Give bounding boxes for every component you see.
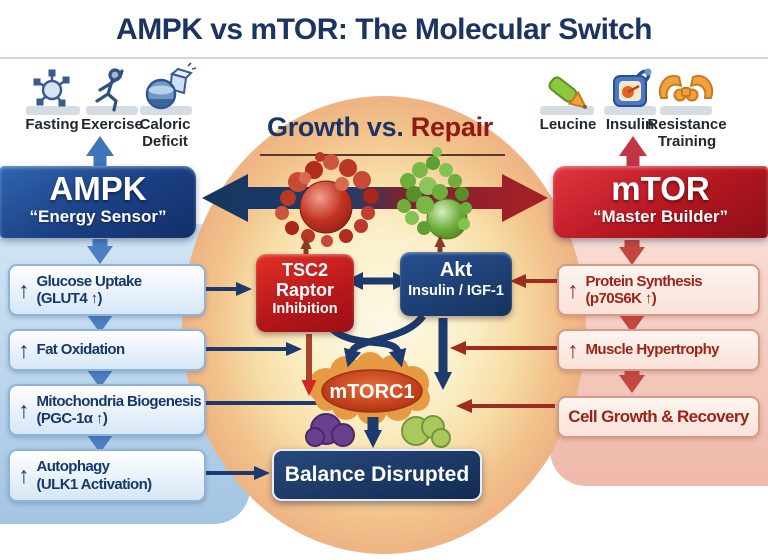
growth-text: Growth vs.: [267, 112, 404, 142]
repair-molecule-cluster: [397, 147, 472, 240]
akt-line2: Insulin / IGF-1: [408, 283, 504, 299]
mtorc1-purple-subunit: [305, 413, 355, 447]
mtorc1-label: mTORC1: [329, 381, 414, 403]
ampk-effect-connectors: [206, 282, 342, 480]
tsc2-raptor-box: TSC2 Raptor Inhibition: [256, 254, 354, 332]
effect-box-cell-growth-recovery: Cell Growth & Recovery: [557, 396, 760, 438]
insulin-icon: [613, 68, 652, 107]
effect-box-muscle-hypertrophy: ↑ Muscle Hypertrophy: [557, 329, 760, 371]
effect-box-protein-synthesis: ↑ Protein Synthesis (p70S6K ↑): [557, 264, 760, 316]
effect-box-glucose-uptake: ↑ Glucose Uptake (GLUT4 ↑): [8, 264, 206, 316]
effect-subtitle: (p70S6K ↑): [585, 290, 657, 307]
tsc2-line2: Raptor: [276, 279, 334, 300]
up-arrow-icon: ↑: [567, 336, 579, 363]
growth-vs-repair-heading: Growth vs. Repair: [230, 112, 530, 143]
up-arrow-icon: ↑: [18, 276, 30, 303]
effect-title: Fat Oxidation: [36, 341, 126, 359]
up-arrow-icon: ↑: [18, 336, 30, 363]
leucine-icon: [548, 76, 588, 109]
balance-disrupted-box: Balance Disrupted: [272, 449, 482, 501]
tsc2-line3: Inhibition: [272, 300, 338, 317]
effect-title: Muscle Hypertrophy: [585, 341, 720, 359]
tsc2-line1: TSC2: [281, 260, 328, 280]
ampk-subtitle: “Energy Sensor”: [29, 207, 167, 226]
mtorc1-complex: [305, 352, 451, 448]
mtor-header: mTOR “Master Builder”: [553, 166, 768, 238]
flex-muscles-icon: [658, 74, 714, 102]
effect-box-fat-oxidation: ↑ Fat Oxidation: [8, 329, 206, 371]
effect-title: Cell Growth & Recovery: [568, 407, 749, 427]
trigger-label-caloric-deficit: Caloric Deficit: [139, 116, 191, 150]
effect-subtitle: (GLUT4 ↑): [36, 290, 103, 307]
effect-subtitle: (ULK1 Activation): [36, 475, 153, 493]
page-title: AMPK vs mTOR: The Molecular Switch: [116, 13, 652, 46]
mtor-name: mTOR: [611, 170, 710, 207]
effect-box-mitochondria-biogenesis: ↑ Mitochondria Biogenesis (PGC-1α ↑): [8, 384, 206, 436]
trigger-label-resistance-training: Resistance Training: [647, 116, 727, 150]
growth-molecule-cluster: [275, 152, 379, 247]
repair-text: Repair: [410, 112, 494, 142]
trigger-label-fasting: Fasting: [25, 116, 79, 133]
effect-box-autophagy: ↑ Autophagy (ULK1 Activation): [8, 449, 206, 502]
effect-title: Autophagy: [36, 458, 111, 476]
akt-to-mtorc1-cross-arrow: [343, 313, 426, 368]
akt-box: Akt Insulin / IGF-1: [400, 252, 512, 316]
ampk-header: AMPK “Energy Sensor”: [0, 166, 196, 238]
akt-line1: Akt: [439, 259, 473, 281]
ampk-name: AMPK: [49, 170, 147, 207]
up-arrow-icon: ↑: [18, 396, 30, 423]
signaling-arrows: [300, 235, 452, 448]
title-divider: [0, 57, 768, 59]
up-arrow-icon: ↑: [18, 462, 30, 488]
running-person-icon: [95, 68, 124, 112]
icon-platforms: [26, 106, 712, 115]
up-arrow-icon: ↑: [567, 276, 579, 303]
fasting-molecule-icon: [33, 69, 70, 107]
trigger-label-exercise: Exercise: [81, 116, 143, 133]
caloric-deficit-icon: [145, 62, 197, 110]
effect-title: Mitochondria Biogenesis: [36, 392, 202, 410]
effect-subtitle: (PGC-1α ↑): [36, 410, 108, 427]
trigger-label-insulin: Insulin: [605, 116, 655, 133]
mtor-effect-connectors: [450, 274, 558, 413]
mtor-subtitle: “Master Builder”: [592, 207, 729, 226]
effect-title: Protein Synthesis: [585, 272, 703, 290]
trigger-label-leucine: Leucine: [539, 116, 597, 133]
effect-title: Glucose Uptake: [36, 272, 143, 290]
mtorc1-green-subunit: [401, 415, 451, 448]
